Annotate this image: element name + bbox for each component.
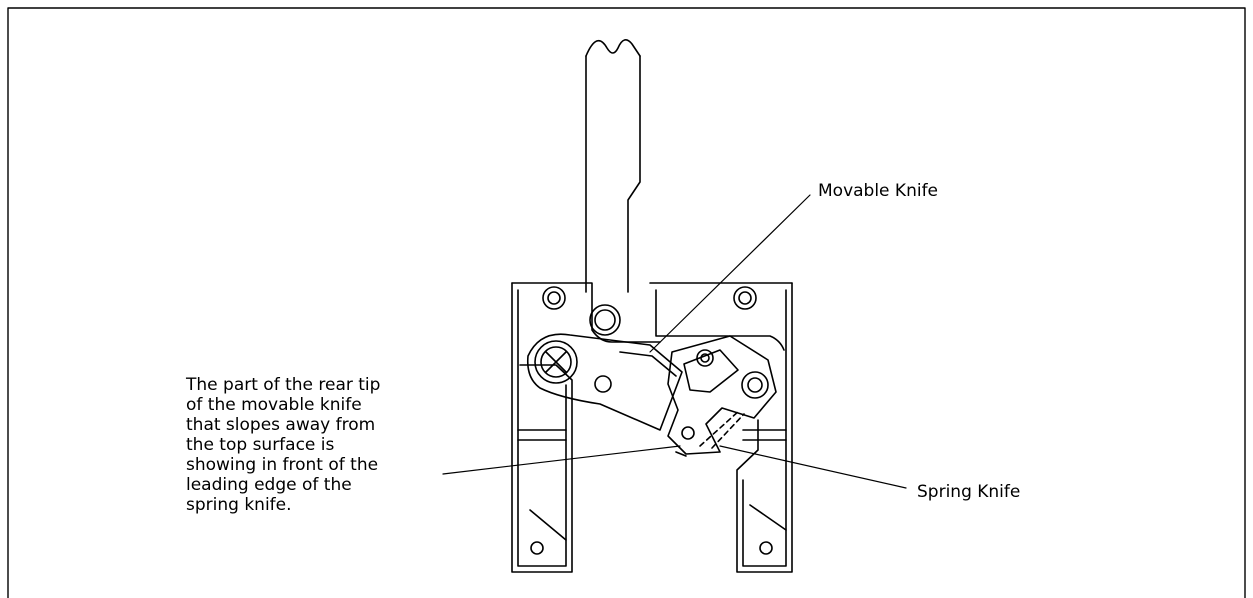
label-rear-tip-note: The part of the rear tip of the movable … bbox=[186, 375, 381, 515]
label-movable-knife: Movable Knife bbox=[818, 181, 939, 201]
leader-movable-knife bbox=[649, 194, 811, 353]
drive-arm bbox=[585, 39, 641, 293]
leader-note bbox=[442, 445, 681, 475]
spring-knife-assembly bbox=[667, 335, 777, 457]
frame-border bbox=[7, 7, 1246, 598]
leader-spring-knife bbox=[719, 445, 907, 489]
rod-pivot-bolt bbox=[589, 304, 621, 336]
label-spring-knife: Spring Knife bbox=[917, 482, 1021, 502]
movable-knife-lever bbox=[526, 333, 683, 431]
left-frame-leg bbox=[511, 282, 661, 573]
